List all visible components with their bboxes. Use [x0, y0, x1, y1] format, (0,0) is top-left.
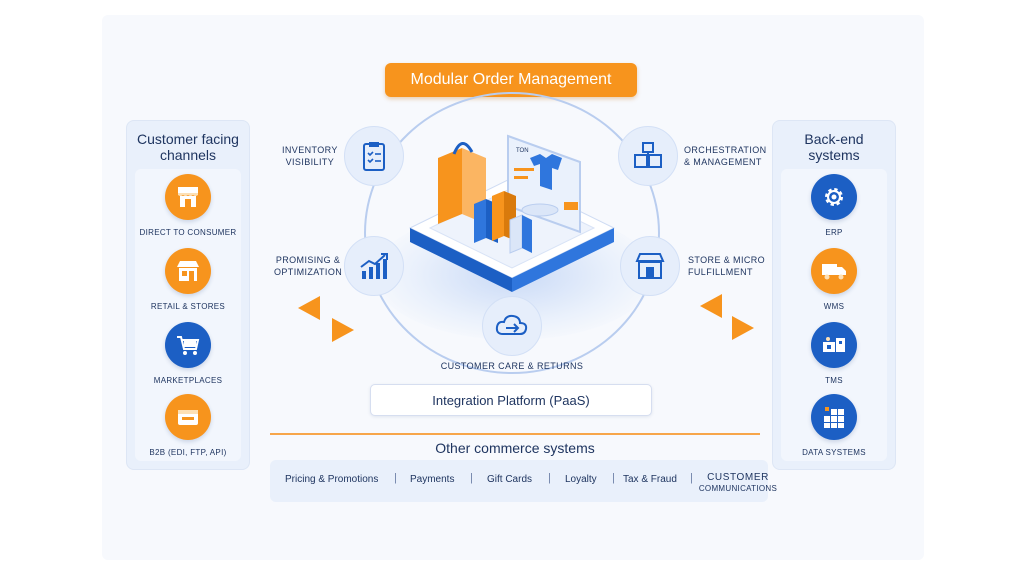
separator: | [470, 472, 473, 484]
separator: | [612, 472, 615, 484]
separator: | [548, 472, 551, 484]
other-system-item: Tax & Fraud [623, 474, 677, 485]
store-icon [165, 248, 211, 294]
storefront-icon [635, 253, 665, 279]
flow-arrow-right [332, 318, 354, 342]
store-fulfillment-node [620, 236, 680, 296]
flow-arrow-left [700, 294, 722, 318]
back-end-systems-title: Back-end systems [804, 131, 864, 163]
customer-care-label: CUSTOMER CARE & RETURNS [440, 361, 584, 371]
growth-chart-icon [360, 253, 388, 279]
package-icon [165, 394, 211, 440]
channel-b2b: B2B (EDI, FTP, API) [126, 394, 250, 457]
store-fulfillment-label: STORE & MICRO FULFILLMENT [688, 255, 766, 277]
boxes-icon [634, 142, 662, 168]
promising-node [344, 236, 404, 296]
system-label: ERP [825, 228, 843, 237]
checklist-icon [363, 142, 385, 171]
order-platform-illustration: TON [408, 134, 616, 292]
inventory-label: INVENTORY VISIBILITY [282, 145, 338, 167]
channel-label: RETAIL & STORES [150, 302, 226, 311]
other-systems-title: Other commerce systems [435, 440, 595, 456]
screen-tag: TON [516, 148, 529, 154]
customer-channels-title: Customer facing channels [137, 131, 239, 163]
system-data-systems: DATA SYSTEMS [772, 394, 896, 457]
section-divider [270, 433, 760, 435]
gear-icon [811, 174, 857, 220]
separator: | [394, 472, 397, 484]
shopping-cart-icon [165, 322, 211, 368]
data-boxes-icon [811, 394, 857, 440]
other-system-item: Payments [410, 474, 455, 485]
other-system-item: Gift Cards [487, 474, 533, 485]
customer-communications-item: CUSTOMER COMMUNICATIONS [698, 472, 778, 493]
customer-care-node [482, 296, 542, 356]
other-system-item: Loyalty [565, 474, 597, 485]
separator: | [690, 472, 693, 484]
promising-label: PROMISING & OPTIMIZATION [274, 255, 343, 277]
inventory-node [344, 126, 404, 186]
orchestration-node [618, 126, 678, 186]
storefront-icon [165, 174, 211, 220]
channel-marketplaces: MARKETPLACES [126, 322, 250, 385]
system-tms: TMS [772, 322, 896, 385]
hub-ring [364, 92, 660, 374]
channel-label: B2B (EDI, FTP, API) [149, 448, 227, 457]
diagram-title: Modular Order Management [385, 63, 637, 97]
orchestration-label: ORCHESTRATION & MANAGEMENT [684, 145, 767, 167]
system-label: DATA SYSTEMS [802, 448, 866, 457]
cloud-return-icon [495, 314, 528, 335]
other-system-item: Pricing & Promotions [285, 474, 379, 485]
channel-label: MARKETPLACES [153, 376, 223, 385]
system-label: TMS [825, 376, 843, 385]
channel-retail-stores: RETAIL & STORES [126, 248, 250, 311]
system-wms: WMS [772, 248, 896, 311]
delivery-icon [811, 322, 857, 368]
integration-platform-box: Integration Platform (PaaS) [370, 384, 652, 416]
system-label: WMS [823, 302, 845, 311]
channel-direct-to-consumer: DIRECT TO CONSUMER [126, 174, 250, 237]
flow-arrow-left [298, 296, 320, 320]
other-systems-bar [270, 460, 768, 502]
flow-arrow-right [732, 316, 754, 340]
truck-icon [811, 248, 857, 294]
system-erp: ERP [772, 174, 896, 237]
channel-label: DIRECT TO CONSUMER [139, 228, 237, 237]
